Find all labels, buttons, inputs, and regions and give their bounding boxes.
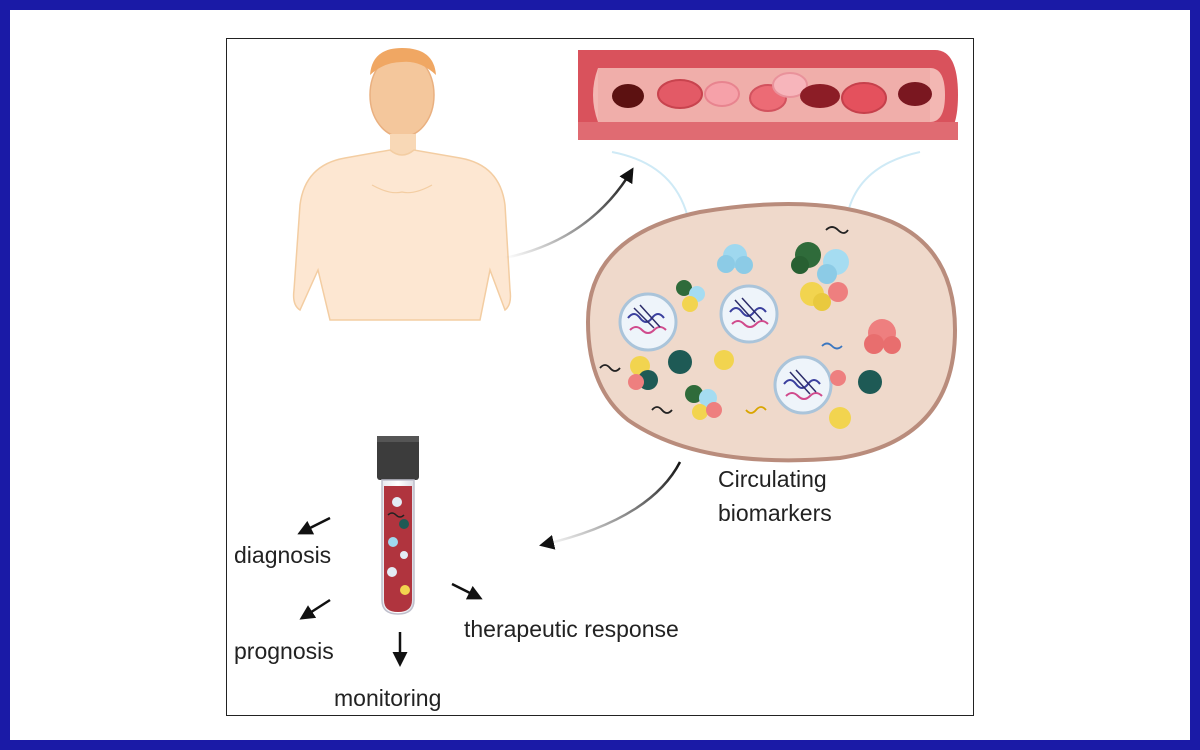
red-blood-cell	[800, 84, 840, 108]
extracellular-vesicle-icon	[719, 284, 779, 344]
therapeutic-response-label: therapeutic response	[464, 616, 679, 642]
arrow-diagnosis	[297, 516, 331, 535]
circulating-label-line1: Circulating	[718, 466, 827, 492]
blood-tube	[377, 436, 419, 615]
plasma-zoom	[585, 202, 958, 463]
hair-icon	[370, 48, 436, 75]
extracellular-vesicle-icon	[618, 292, 678, 352]
blood-vessel	[578, 50, 958, 140]
arrow-body-to-vessel	[504, 167, 634, 260]
red-blood-cell	[772, 72, 808, 98]
monitoring-label: monitoring	[334, 685, 442, 711]
red-blood-cell	[612, 84, 644, 108]
human-figure	[292, 48, 512, 321]
arrow-prognosis	[299, 598, 331, 620]
red-blood-cell	[898, 82, 932, 106]
tube-blood	[384, 486, 412, 612]
torso-shape	[292, 149, 512, 321]
diagnosis-label: diagnosis	[234, 542, 332, 568]
zoom-line-right	[847, 151, 921, 213]
tube-cap	[377, 436, 419, 480]
extracellular-vesicle-icon	[773, 355, 833, 415]
nucleic-acid-icon	[599, 226, 849, 414]
red-blood-cell	[657, 79, 703, 109]
red-blood-cell	[704, 81, 740, 107]
arrow-therapeutic-response	[451, 582, 483, 600]
neck-shape	[390, 134, 416, 156]
circulating-label-line2: biomarkers	[718, 500, 832, 526]
protein-icon	[628, 242, 901, 429]
red-blood-cell	[841, 82, 887, 114]
arrow-plasma-to-tube	[539, 461, 682, 550]
prognosis-label: prognosis	[234, 638, 334, 664]
